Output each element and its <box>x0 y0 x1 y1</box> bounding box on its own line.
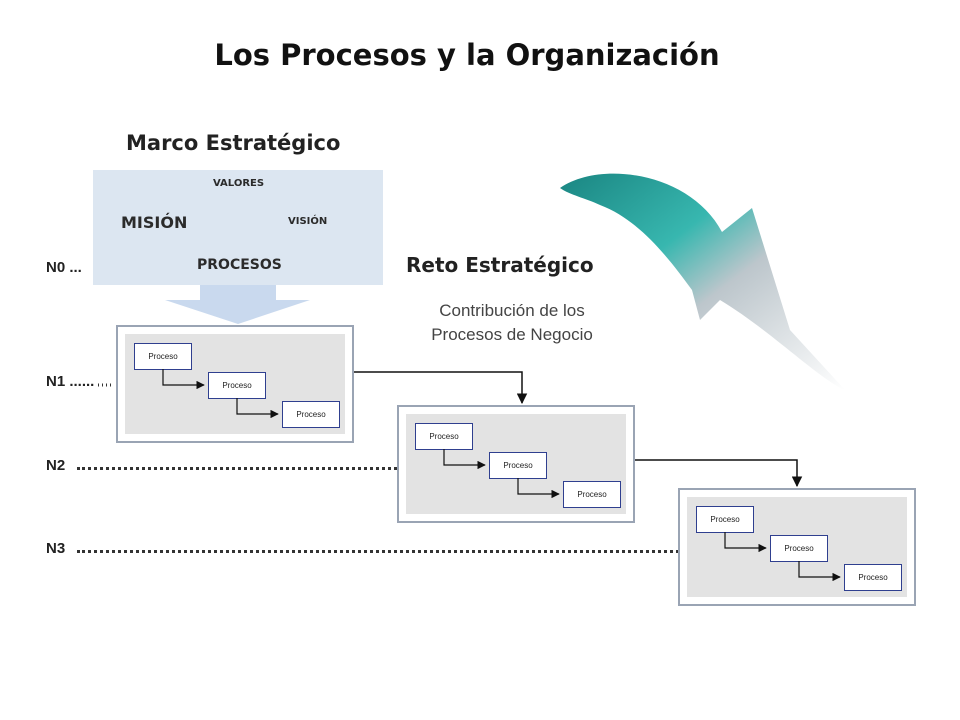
marco-down-arrow-stem <box>200 285 276 301</box>
vision-label: VISIÓN <box>288 216 328 227</box>
process-box: Proceso <box>563 481 621 508</box>
process-box: Proceso <box>282 401 340 428</box>
marco-estrategico-title: Marco Estratégico <box>126 131 341 155</box>
slide-title: Los Procesos y la Organización <box>214 38 720 72</box>
process-connector <box>162 369 205 390</box>
procesos-label: PROCESOS <box>197 257 282 273</box>
process-map-n3: Proceso Proceso Proceso <box>678 488 916 606</box>
process-box: Proceso <box>415 423 473 450</box>
process-map-n1: Proceso Proceso Proceso <box>116 325 354 443</box>
process-connector <box>236 398 279 419</box>
valores-label: VALORES <box>213 178 265 189</box>
contribucion-line-1: Contribución de los <box>439 301 585 320</box>
process-box: Proceso <box>696 506 754 533</box>
mision-label: MISIÓN <box>121 213 188 232</box>
connector-n2-n3 <box>635 459 803 488</box>
contribucion-text: Contribución de los Procesos de Negocio <box>406 299 618 347</box>
contribucion-line-2: Procesos de Negocio <box>431 325 593 344</box>
level-n3-dots <box>77 550 679 553</box>
process-connector <box>798 561 841 582</box>
process-box: Proceso <box>770 535 828 562</box>
process-box: Proceso <box>844 564 902 591</box>
marco-down-arrow <box>165 300 310 324</box>
process-connector <box>443 449 486 470</box>
process-connector <box>724 532 767 553</box>
level-n0-label: N0 ... <box>46 259 82 276</box>
process-map-n2: Proceso Proceso Proceso <box>397 405 635 523</box>
level-n3-label: N3 <box>46 540 66 557</box>
decorative-swoosh-arrow <box>560 173 845 390</box>
connector-n1-n2 <box>354 371 528 405</box>
level-n2-label: N2 <box>46 457 66 474</box>
marco-estrategico-box: VALORES MISIÓN VISIÓN PROCESOS <box>93 170 383 285</box>
process-connector <box>517 478 560 499</box>
level-n1-label: N1 ...... <box>46 373 95 390</box>
process-box: Proceso <box>208 372 266 399</box>
reto-estrategico-title: Reto Estratégico <box>406 253 594 277</box>
level-n2-dots <box>77 467 397 470</box>
